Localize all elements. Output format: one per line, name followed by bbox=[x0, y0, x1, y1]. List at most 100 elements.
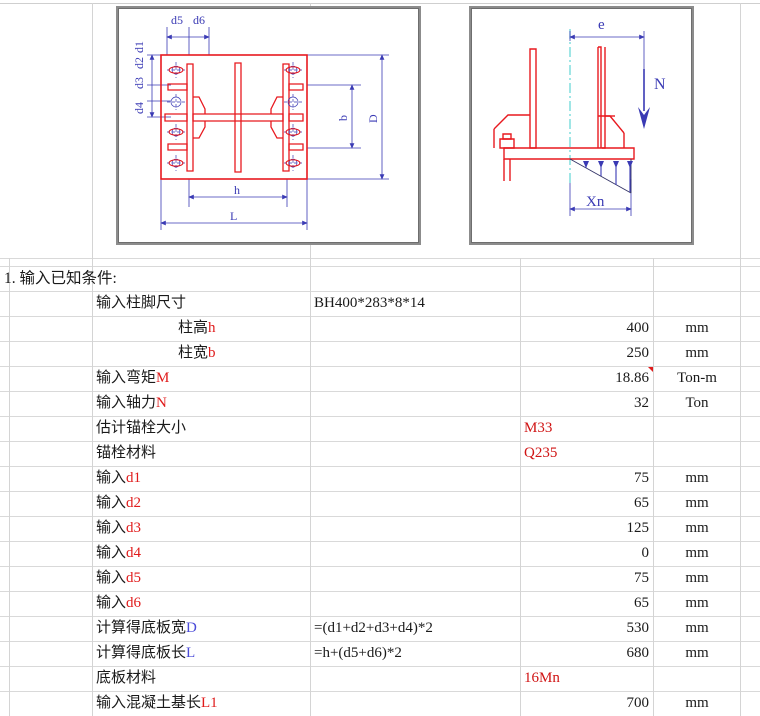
row-unit: Ton-m bbox=[677, 370, 717, 386]
row-label-text: 锚栓材料 bbox=[96, 445, 157, 461]
row-value-number[interactable]: 32 bbox=[634, 395, 649, 411]
row-label[interactable]: 输入轴力N bbox=[96, 391, 167, 416]
cell-comment-indicator[interactable] bbox=[648, 367, 653, 372]
row-label-symbol: d4 bbox=[126, 545, 142, 561]
grid-vline bbox=[740, 3, 741, 716]
plan-label-d4: d4 bbox=[132, 102, 146, 114]
row-value-text[interactable]: Q235 bbox=[524, 445, 558, 461]
plan-label-d2: d2 bbox=[132, 57, 146, 69]
row-label-text: 柱宽 bbox=[178, 345, 209, 361]
grid-hline bbox=[0, 691, 760, 692]
row-label-text: 输入 bbox=[96, 470, 127, 486]
row-label[interactable]: 估计锚栓大小 bbox=[96, 416, 186, 441]
row-label[interactable]: 柱高h bbox=[178, 316, 216, 341]
row-label-symbol: L bbox=[186, 645, 196, 661]
row-label-text: 输入柱脚尺寸 bbox=[96, 295, 187, 311]
grid-hline bbox=[0, 416, 760, 417]
row-label[interactable]: 输入d5 bbox=[96, 566, 141, 591]
grid-hline bbox=[0, 341, 760, 342]
row-value-text[interactable]: M33 bbox=[524, 420, 553, 436]
base-plate-plan-figure: d5 d6 d1 d2 d3 d4 b D h L bbox=[118, 8, 419, 243]
row-unit: mm bbox=[685, 620, 709, 636]
row-label[interactable]: 输入柱脚尺寸 bbox=[96, 291, 186, 316]
row-label[interactable]: 输入d3 bbox=[96, 516, 141, 541]
row-label-text: 底板材料 bbox=[96, 670, 157, 686]
row-unit: mm bbox=[685, 545, 709, 561]
row-value-number[interactable]: 530 bbox=[626, 620, 650, 636]
row-value-number[interactable]: 125 bbox=[626, 520, 650, 536]
row-label-symbol: d1 bbox=[126, 470, 142, 486]
row-unit: Ton bbox=[685, 395, 709, 411]
row-label-text: 估计锚栓大小 bbox=[96, 420, 187, 436]
plan-label-d6: d6 bbox=[193, 13, 205, 27]
grid-hline bbox=[0, 641, 760, 642]
row-label-text: 计算得底板长 bbox=[96, 645, 187, 661]
elevation-drawing-svg: e N Xn bbox=[493, 17, 666, 216]
row-value-number[interactable]: 0 bbox=[641, 545, 650, 561]
row-value-number[interactable]: 65 bbox=[634, 595, 649, 611]
row-label-text: 柱高 bbox=[178, 320, 209, 336]
row-value-number[interactable]: 700 bbox=[626, 695, 650, 711]
row-label-symbol: d3 bbox=[126, 520, 142, 536]
row-label-text: 输入弯矩 bbox=[96, 370, 157, 386]
grid-hline bbox=[0, 491, 760, 492]
plan-label-d3: d3 bbox=[132, 77, 146, 89]
row-formula[interactable]: =(d1+d2+d3+d4)*2 bbox=[314, 620, 433, 636]
row-value-number[interactable]: 250 bbox=[626, 345, 650, 361]
row-value-number[interactable]: 680 bbox=[626, 645, 650, 661]
row-unit: mm bbox=[685, 495, 709, 511]
row-unit: mm bbox=[685, 645, 709, 661]
grid-hline bbox=[0, 441, 760, 442]
grid-hline bbox=[0, 666, 760, 667]
row-label[interactable]: 输入d4 bbox=[96, 541, 141, 566]
elevation-label-N: N bbox=[654, 76, 666, 93]
grid-hline bbox=[0, 391, 760, 392]
grid-vline bbox=[653, 258, 654, 716]
row-label[interactable]: 输入d6 bbox=[96, 591, 141, 616]
row-unit: mm bbox=[685, 695, 709, 711]
row-label[interactable]: 输入d1 bbox=[96, 466, 141, 491]
row-label[interactable]: 计算得底板长L bbox=[96, 641, 195, 666]
row-label[interactable]: 输入弯矩M bbox=[96, 366, 169, 391]
row-label-text: 输入 bbox=[96, 545, 127, 561]
row-label-symbol: M bbox=[156, 370, 170, 386]
row-label-text: 输入 bbox=[96, 520, 127, 536]
plan-label-b: b bbox=[336, 115, 350, 121]
row-label[interactable]: 计算得底板宽D bbox=[96, 616, 197, 641]
grid-hline bbox=[0, 591, 760, 592]
row-label[interactable]: 底板材料 bbox=[96, 666, 156, 691]
row-value-number[interactable]: 400 bbox=[626, 320, 650, 336]
elevation-label-e: e bbox=[598, 17, 605, 33]
row-label-symbol: d2 bbox=[126, 495, 142, 511]
row-label[interactable]: 输入d2 bbox=[96, 491, 141, 516]
row-label[interactable]: 输入混凝土基长L1 bbox=[96, 691, 218, 716]
row-value-number[interactable]: 75 bbox=[634, 570, 649, 586]
row-value-number[interactable]: 65 bbox=[634, 495, 649, 511]
row-label[interactable]: 柱宽b bbox=[178, 341, 216, 366]
grid-hline bbox=[0, 566, 760, 567]
row-unit: mm bbox=[685, 595, 709, 611]
plan-figure-canvas: d5 d6 d1 d2 d3 d4 b D h L bbox=[121, 11, 416, 240]
row-label[interactable]: 锚栓材料 bbox=[96, 441, 156, 466]
row-unit: mm bbox=[685, 345, 709, 361]
row-value-text[interactable]: 16Mn bbox=[524, 670, 560, 686]
row-value-number[interactable]: 18.86 bbox=[615, 370, 649, 386]
plan-label-h: h bbox=[234, 183, 240, 197]
row-formula[interactable]: =h+(d5+d6)*2 bbox=[314, 645, 402, 661]
base-plate-elevation-figure: e N Xn bbox=[471, 8, 692, 243]
grid-hline bbox=[0, 616, 760, 617]
row-label-symbol: d6 bbox=[126, 595, 142, 611]
row-label-symbol: h bbox=[208, 320, 216, 336]
elevation-figure-canvas: e N Xn bbox=[474, 11, 689, 240]
row-label-symbol: L1 bbox=[201, 695, 218, 711]
row-label-symbol: N bbox=[156, 395, 167, 411]
grid-vline bbox=[520, 258, 521, 716]
row-value-number[interactable]: 75 bbox=[634, 470, 649, 486]
plan-label-L: L bbox=[230, 209, 237, 223]
row-formula[interactable]: BH400*283*8*14 bbox=[314, 295, 425, 311]
grid-hline bbox=[0, 516, 760, 517]
row-label-symbol: d5 bbox=[126, 570, 142, 586]
grid-vline bbox=[310, 3, 311, 716]
section-title: 1. 输入已知条件: bbox=[4, 270, 117, 287]
